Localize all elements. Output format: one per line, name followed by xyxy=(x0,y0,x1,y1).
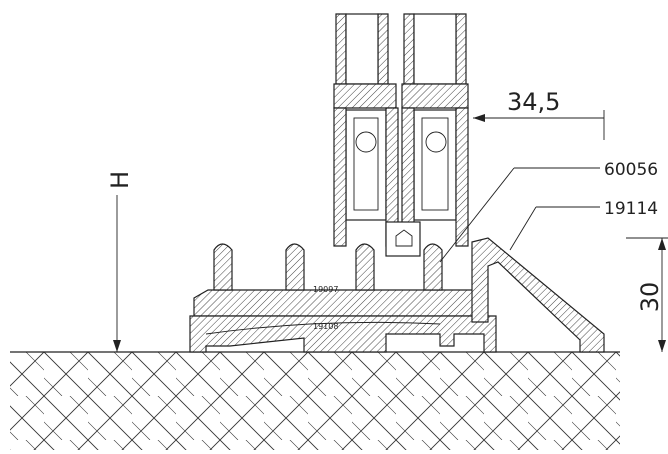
ramp-profile-19114 xyxy=(471,237,605,353)
sliding-panel-right xyxy=(401,13,469,247)
leader-60056: 60056 xyxy=(439,160,658,263)
rail-profile-19108: 19108 xyxy=(189,315,497,353)
height-dimension: H xyxy=(106,171,134,352)
height-label: H xyxy=(106,171,134,189)
rail-upper-label: 19097 xyxy=(313,285,338,294)
offset-dimension: 34,5 xyxy=(473,88,605,140)
sliding-panel-left xyxy=(333,13,399,247)
guide-block-60056 xyxy=(385,221,421,257)
rail-lower-label: 19108 xyxy=(313,322,338,331)
step-height-label: 30 xyxy=(636,282,664,313)
step-dimension: 30 xyxy=(626,237,668,352)
rail-profile-19097: 19097 xyxy=(193,243,487,317)
floor-section xyxy=(10,351,620,450)
part-upper-label: 60056 xyxy=(604,160,658,180)
leader-19114: 19114 xyxy=(509,199,658,251)
offset-label: 34,5 xyxy=(507,88,560,116)
part-ramp-label: 19114 xyxy=(604,199,658,219)
